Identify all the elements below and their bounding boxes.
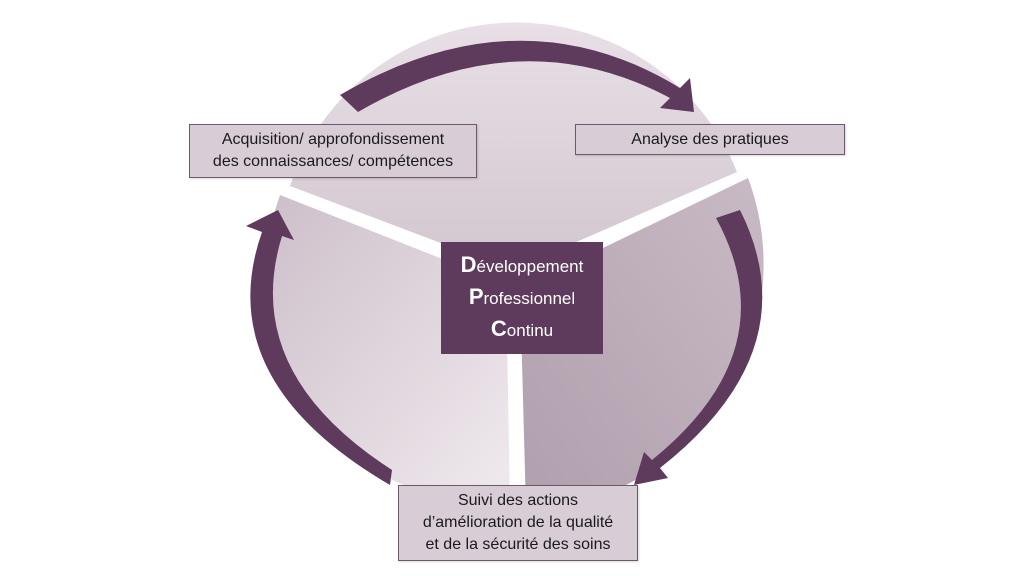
stage-suivi-line-3: et de la sécurité des soins (425, 536, 611, 553)
stage-acquisition-line-2: des connaissances/ compétences (212, 153, 454, 170)
center-initial-3: C (490, 316, 507, 341)
center-line-2: Professionnel (469, 282, 575, 314)
center-rest-3: ontinu (506, 321, 554, 340)
stage-analyse: Analyse des pratiques (575, 124, 845, 155)
arrow-right (634, 210, 763, 485)
arrow-left (246, 210, 392, 485)
stage-acquisition-line-1: Acquisition/ approfondissement (221, 131, 445, 148)
center-initial-2: P (468, 284, 484, 309)
stage-suivi-line-2: d’amélioration de la qualité (422, 514, 614, 531)
stage-suivi: Suivi des actions d’amélioration de la q… (398, 485, 638, 561)
arrow-top (340, 40, 694, 112)
center-title: Développement Professionnel Continu (441, 242, 603, 354)
stage-suivi-line-1: Suivi des actions (457, 492, 579, 509)
center-line-3: Continu (491, 314, 553, 346)
center-initial-1: D (460, 252, 477, 277)
stage-acquisition: Acquisition/ approfondissement des conna… (189, 124, 477, 178)
center-line-1: Développement (461, 250, 584, 282)
stage-analyse-line-1: Analyse des pratiques (631, 130, 789, 148)
center-rest-2: rofessionnel (483, 289, 576, 308)
center-rest-1: éveloppement (476, 257, 584, 276)
